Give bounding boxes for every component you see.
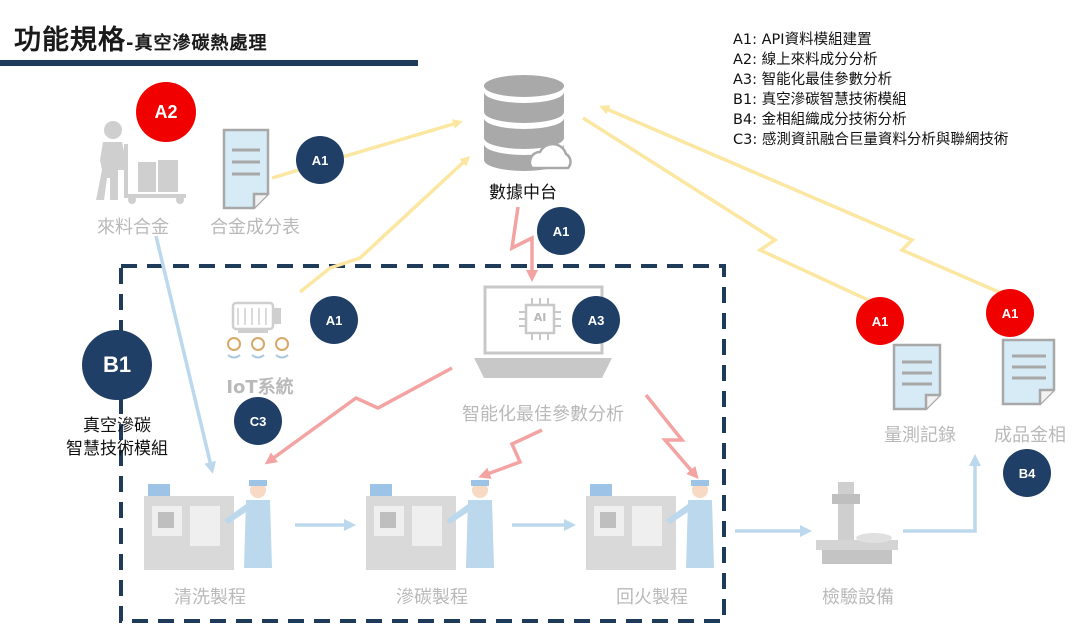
badge-a1-alloy: A1 — [296, 136, 344, 184]
alloy-table-label: 合金成分表 — [210, 217, 300, 238]
inspection-equipment-label: 檢驗設備 — [822, 587, 894, 608]
document-icon — [222, 128, 270, 210]
badge-a1-platform: A1 — [537, 207, 585, 255]
carburizing-station-icon — [366, 480, 494, 570]
tempering-station-icon — [586, 480, 714, 570]
legend-item-b4: B4: 金相組織成分技術分析 — [733, 112, 907, 128]
legend: A1: API資料模組建置 A2: 線上來料成分分析 A3: 智能化最佳參數分析… — [733, 30, 1008, 150]
title-underline — [0, 60, 418, 66]
badge-a2: A2 — [136, 82, 196, 142]
vacuum-module-box — [119, 264, 726, 623]
data-platform-label: 數據中台 — [489, 183, 557, 203]
badge-b1: B1 — [82, 330, 152, 400]
legend-item-c3: C3: 感測資訊融合巨量資料分析與聯網技術 — [733, 132, 1009, 148]
database-icon — [484, 75, 572, 171]
arrow-iot-to-platform — [298, 155, 471, 294]
badge-a3: A3 — [572, 296, 620, 344]
legend-item-a1: A1: API資料模組建置 — [733, 32, 872, 48]
arrow-product-to-platform — [599, 105, 1009, 298]
arrow-ai-to-tempering — [644, 393, 699, 480]
cleaning-station-icon — [144, 480, 272, 570]
badge-a1-iot: A1 — [310, 296, 358, 344]
motor-sensor-icon — [227, 301, 289, 359]
measurement-record-label: 量測記錄 — [884, 425, 956, 446]
badge-a1-measurement: A1 — [856, 297, 904, 345]
metallography-document-icon — [1001, 338, 1056, 406]
yellow-connectors — [271, 105, 1009, 302]
line-measure-to-platform — [582, 116, 869, 302]
measurement-document-icon — [892, 343, 942, 411]
arrow-alloy-to-cleaning — [154, 235, 216, 474]
incoming-alloy-label: 來料合金 — [97, 217, 169, 238]
inspection-equipment-icon — [816, 482, 898, 564]
vacuum-module-label-line2: 智慧技術模組 — [66, 439, 168, 459]
badge-c3: C3 — [234, 397, 282, 445]
vacuum-module-label-line1: 真空滲碳 — [83, 416, 151, 436]
legend-item-b1: B1: 真空滲碳智慧技術模組 — [733, 92, 907, 108]
ai-chip-label: AI — [533, 311, 547, 324]
smart-analysis-label: 智能化最佳參數分析 — [462, 404, 624, 425]
arrow-ai-to-cleaning — [264, 366, 453, 465]
legend-item-a2: A2: 線上來料成分分析 — [733, 52, 878, 68]
cleaning-process-label: 清洗製程 — [174, 587, 246, 608]
blue-connectors — [154, 235, 981, 537]
pink-connectors — [264, 206, 699, 480]
page-title: 功能規格-真空滲碳熱處理 — [14, 25, 268, 56]
iot-system-label: IoT系統 — [226, 377, 294, 398]
page-subtitle: -真空滲碳熱處理 — [126, 33, 268, 54]
worker-cart-icon — [96, 121, 186, 204]
cloud-icon — [528, 142, 572, 170]
badge-a1-product: A1 — [986, 289, 1034, 337]
carburizing-process-label: 滲碳製程 — [396, 587, 468, 608]
tempering-process-label: 回火製程 — [616, 587, 688, 608]
legend-item-a3: A3: 智能化最佳參數分析 — [733, 72, 893, 88]
badge-b4: B4 — [1003, 449, 1051, 497]
arrow-inspection-to-product — [903, 454, 981, 533]
product-metallography-label: 成品金相 — [994, 425, 1066, 446]
arrow-platform-to-ai — [509, 206, 538, 282]
arrow-ai-to-carburizing — [478, 428, 543, 479]
